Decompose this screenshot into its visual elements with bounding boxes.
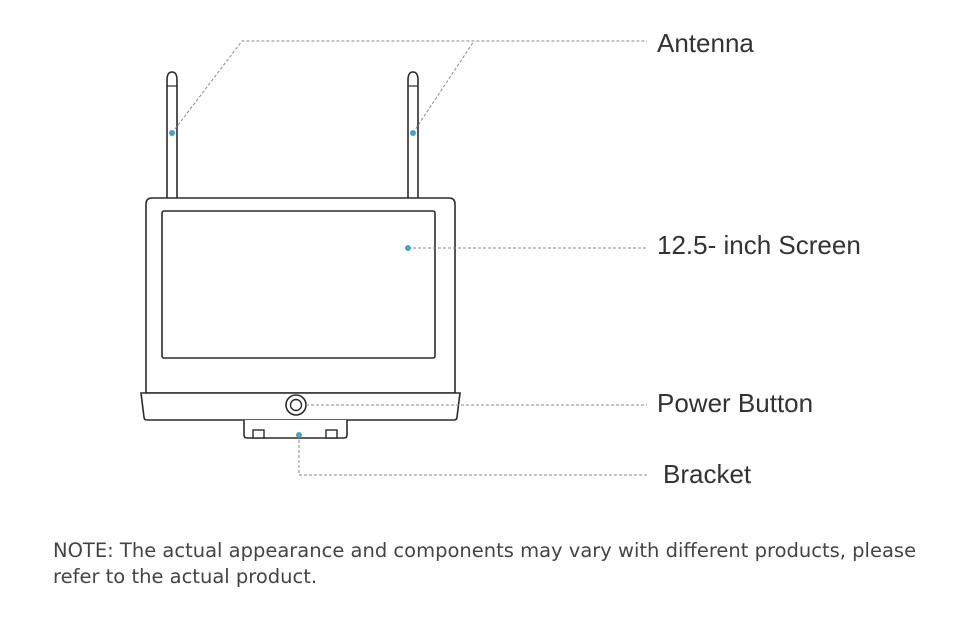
antenna-leader-line-right bbox=[412, 40, 475, 134]
note-text: NOTE: The actual appearance and componen… bbox=[53, 539, 917, 588]
antenna-label: Antenna bbox=[657, 28, 754, 58]
bracket-leader-line bbox=[298, 435, 647, 476]
screen-panel bbox=[161, 210, 436, 359]
antenna-leader-line bbox=[171, 40, 647, 134]
screen-marker-dot bbox=[405, 245, 411, 251]
antenna-left-marker-dot bbox=[169, 130, 175, 136]
power-button-graphic bbox=[285, 394, 307, 416]
bracket-label: Bracket bbox=[663, 459, 752, 489]
screen-label: 12.5- inch Screen bbox=[657, 230, 861, 260]
marker-dots bbox=[169, 130, 416, 438]
antenna-right-marker-dot bbox=[410, 130, 416, 136]
power-button-label: Power Button bbox=[657, 388, 814, 418]
bracket-graphic bbox=[243, 420, 348, 439]
leader-lines bbox=[171, 40, 647, 476]
bracket-marker-dot bbox=[296, 432, 302, 438]
